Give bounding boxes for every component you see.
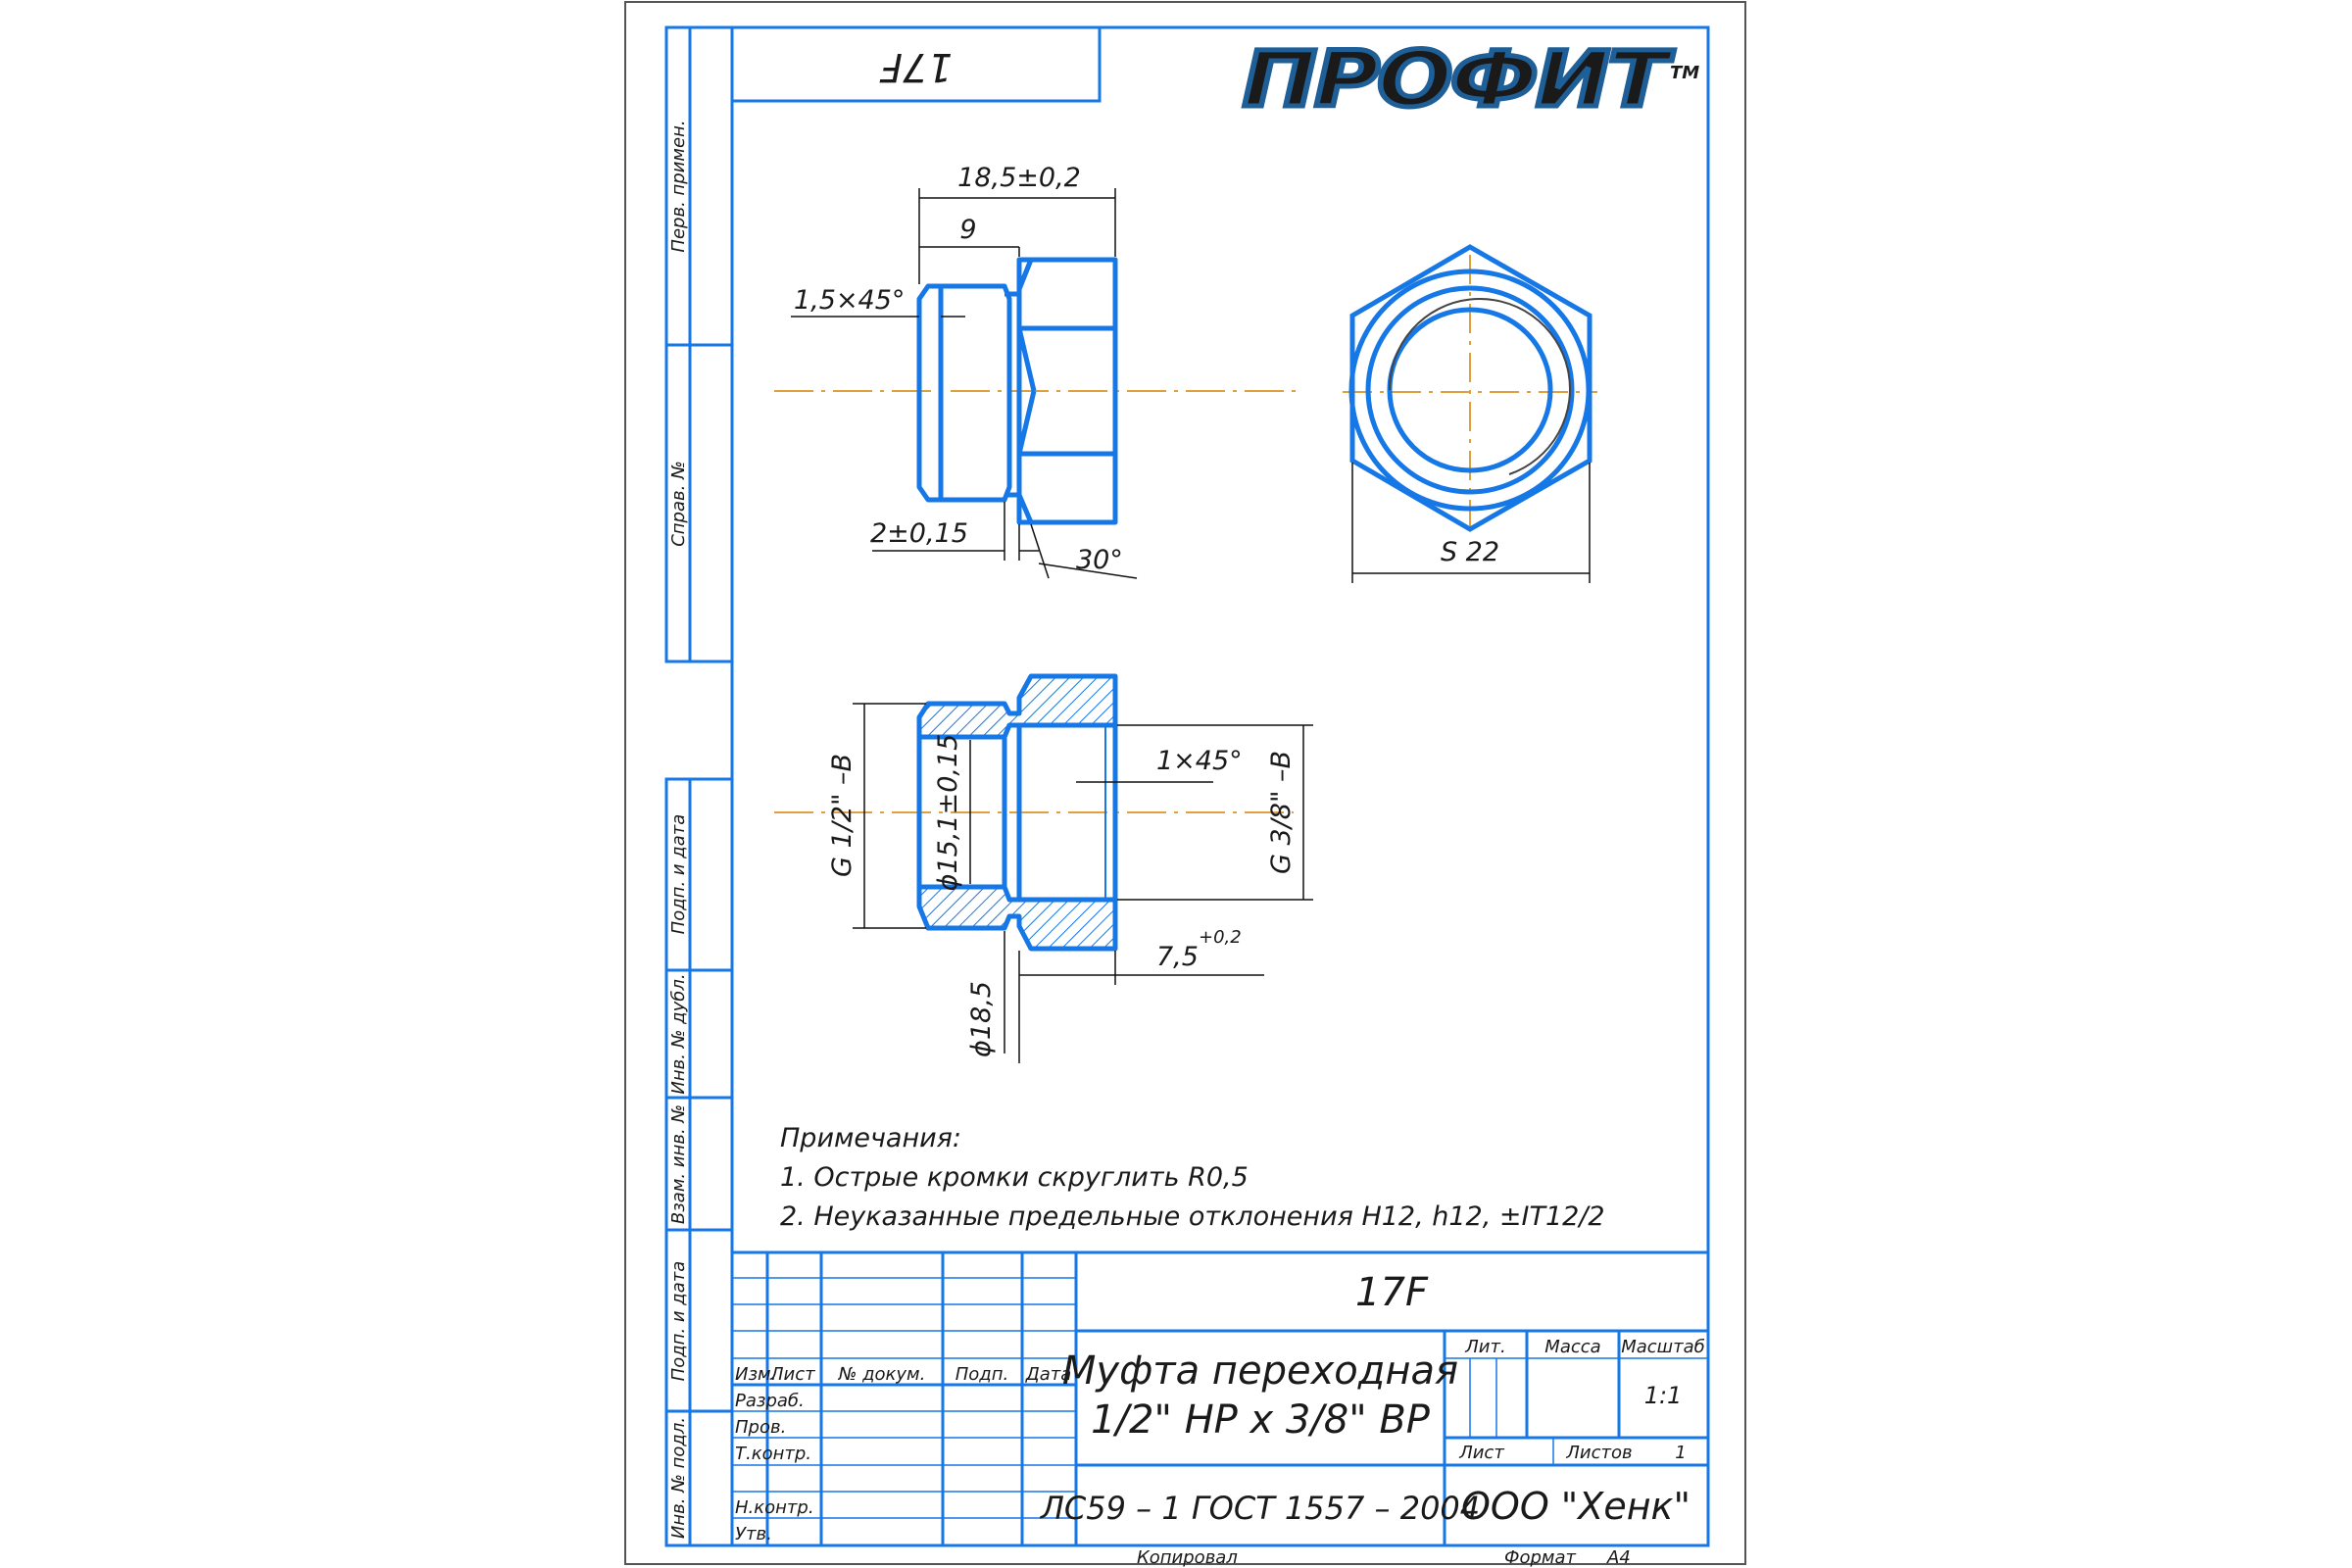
side-label-perv: Перв. примен. (668, 120, 689, 252)
dim-thread-int: G 3/8" –B (1266, 751, 1297, 874)
tb-lit: Лит. (1464, 1337, 1505, 1357)
dim-angle: 30° (1076, 545, 1123, 575)
section-walls (916, 673, 1118, 952)
tb-scale: 1:1 (1644, 1382, 1683, 1409)
tb-mass: Масса (1544, 1337, 1600, 1357)
section-bore-lines (916, 725, 1118, 900)
side-view-dimension-lines (791, 188, 1138, 579)
drawing-frame (664, 25, 1710, 1547)
tb-name-line1: Муфта переходная (1062, 1348, 1458, 1394)
tb-company: ООО "Хенк" (1461, 1485, 1690, 1528)
side-labels: Перв. примен. Справ. № Подп. и дата Инв.… (668, 120, 689, 1539)
sheet-edge (624, 1, 1746, 1565)
tb-sheets: Листов (1565, 1443, 1632, 1463)
tb-copied: Копировал (1137, 1547, 1238, 1568)
tb-role-prov: Пров. (735, 1417, 786, 1438)
notes-item-2: 2. Неуказанные предельные отклонения H12… (780, 1201, 1605, 1232)
tb-material: ЛС59 – 1 ГОСТ 1557 – 2004 (1040, 1490, 1480, 1527)
corner-code: 17F (879, 44, 953, 89)
end-view: S 22 (1343, 244, 1597, 583)
side-label-podp1: Подп. и дата (668, 814, 689, 935)
side-label-vzam: Взам. инв. № (668, 1104, 689, 1224)
tb-col-sign: Подп. (956, 1364, 1008, 1385)
dim-bore: ϕ15,1±0,15 (933, 734, 963, 892)
side-view: 18,5±0,2 9 1,5×45° 2±0,15 30° (774, 163, 1303, 579)
tb-role-utv: Утв. (735, 1524, 772, 1544)
tb-col-izm: Изм. (735, 1364, 776, 1385)
tb-name-line2: 1/2" НР х 3/8" ВР (1091, 1397, 1431, 1443)
side-label-sprav: Справ. № (668, 461, 689, 547)
tb-col-doc: № докум. (838, 1364, 926, 1385)
tb-sheet: Лист (1458, 1443, 1504, 1463)
end-view-outline (1348, 244, 1592, 532)
section-view: G 1/2" –B ϕ15,1±0,15 1×45° G 3/8" –B 7,5… (774, 673, 1313, 1063)
title-block: 17F Муфта переходная 1/2" НР х 3/8" ВР Л… (735, 1270, 1705, 1568)
logo-tm: TM (1670, 63, 1699, 83)
tb-sheets-value: 1 (1675, 1443, 1686, 1463)
tb-role-tkontr: Т.контр. (735, 1444, 811, 1464)
dim-groove: 2±0,15 (870, 518, 968, 549)
notes-item-1: 1. Острые кромки скруглить R0,5 (780, 1162, 1249, 1193)
dim-thread-depth: 7,5 (1156, 942, 1199, 972)
logo-text: ПРОФИТ (1243, 36, 1675, 124)
title-block-frame (732, 1250, 1708, 1545)
tb-col-date: Дата (1025, 1364, 1072, 1385)
tb-format-label: Формат (1504, 1547, 1577, 1568)
notes: Примечания: 1. Острые кромки скруглить R… (780, 1123, 1605, 1232)
side-view-outline (916, 257, 1118, 525)
side-label-inv-podl: Инв. № подл. (668, 1417, 689, 1539)
dim-chamfer-ext: 1,5×45° (794, 285, 905, 316)
dim-thread-depth-tol: +0,2 (1199, 927, 1242, 948)
dim-outer-dia: ϕ18,5 (966, 981, 997, 1057)
dim-length-total: 18,5±0,2 (957, 163, 1081, 193)
side-label-inv-dubl: Инв. № дубл. (668, 973, 689, 1094)
dim-thread-ext: G 1/2" –B (827, 754, 858, 877)
brand-logo: ПРОФИТ TM (1241, 34, 1700, 127)
tb-code: 17F (1355, 1270, 1429, 1315)
side-label-podp2: Подп. и дата (668, 1261, 689, 1382)
tb-col-list: Лист (769, 1364, 815, 1385)
dim-chamfer-int: 1×45° (1156, 746, 1243, 776)
tb-format: А4 (1606, 1547, 1631, 1568)
dim-hex: S 22 (1441, 537, 1499, 567)
tb-scale-label: Масштаб (1621, 1337, 1705, 1357)
notes-title: Примечания: (780, 1123, 961, 1153)
tb-role-nkontr: Н.контр. (735, 1497, 814, 1518)
section-dimension-lines (853, 703, 1313, 1063)
tb-role-razrab: Разраб. (735, 1391, 805, 1411)
dim-length-spigot: 9 (959, 215, 976, 245)
